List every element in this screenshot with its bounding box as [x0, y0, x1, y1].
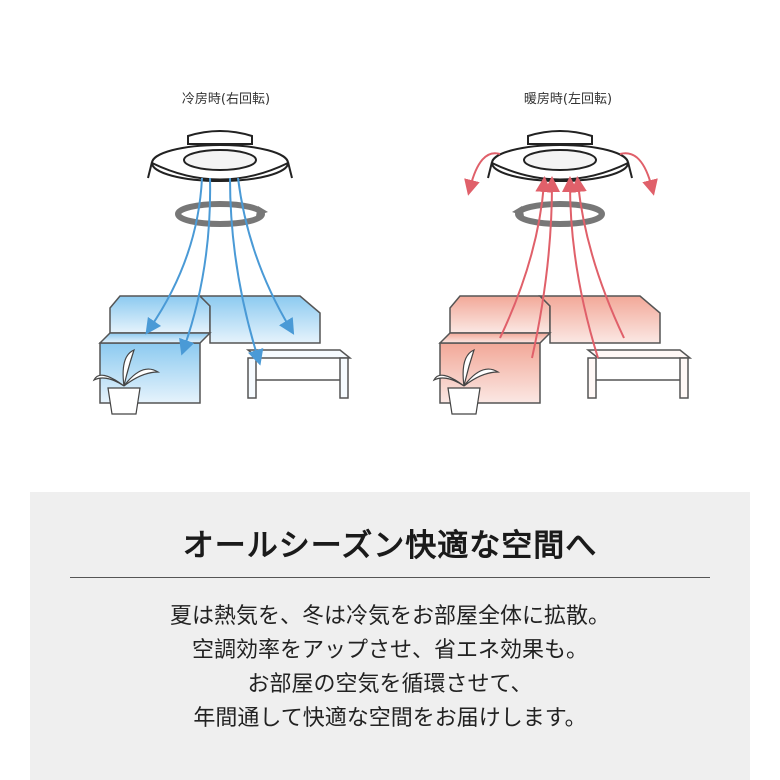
cool-airflow-arrows-icon [145, 177, 295, 366]
description-line: お部屋の空気を循環させて、 [247, 672, 533, 697]
headline: オールシーズン快適な空間へ [182, 528, 598, 564]
cooling-mode-label: 冷房時(右回転) [181, 92, 271, 107]
divider [70, 577, 710, 578]
rotation-arrowhead-icon [256, 206, 268, 216]
heating-mode-label: 暖房時(左回転) [523, 92, 613, 107]
info-panel [30, 492, 750, 780]
table-icon [585, 349, 693, 399]
ceiling-fan-icon [147, 130, 293, 182]
description-line: 空調効率をアップさせ、省エネ効果も。 [191, 638, 588, 663]
ceiling-fan-icon [487, 130, 633, 182]
rotation-right-icon [175, 201, 265, 227]
description-line: 年間通して快適な空間をお届けします。 [193, 706, 587, 731]
table-icon [245, 349, 353, 399]
heating-illustration [432, 130, 693, 415]
plant-icon [432, 348, 501, 415]
rotation-left-icon [515, 201, 605, 227]
plant-icon [92, 348, 161, 415]
rotation-arrowhead-icon [512, 206, 524, 216]
description: 夏は熱気を、冬は冷気をお部屋全体に拡散。 空調効率をアップさせ、省エネ効果も。 … [0, 600, 780, 736]
cooling-illustration [92, 130, 353, 415]
description-line: 夏は熱気を、冬は冷気をお部屋全体に拡散。 [169, 604, 610, 629]
warm-airflow-arrows-icon [464, 152, 658, 359]
